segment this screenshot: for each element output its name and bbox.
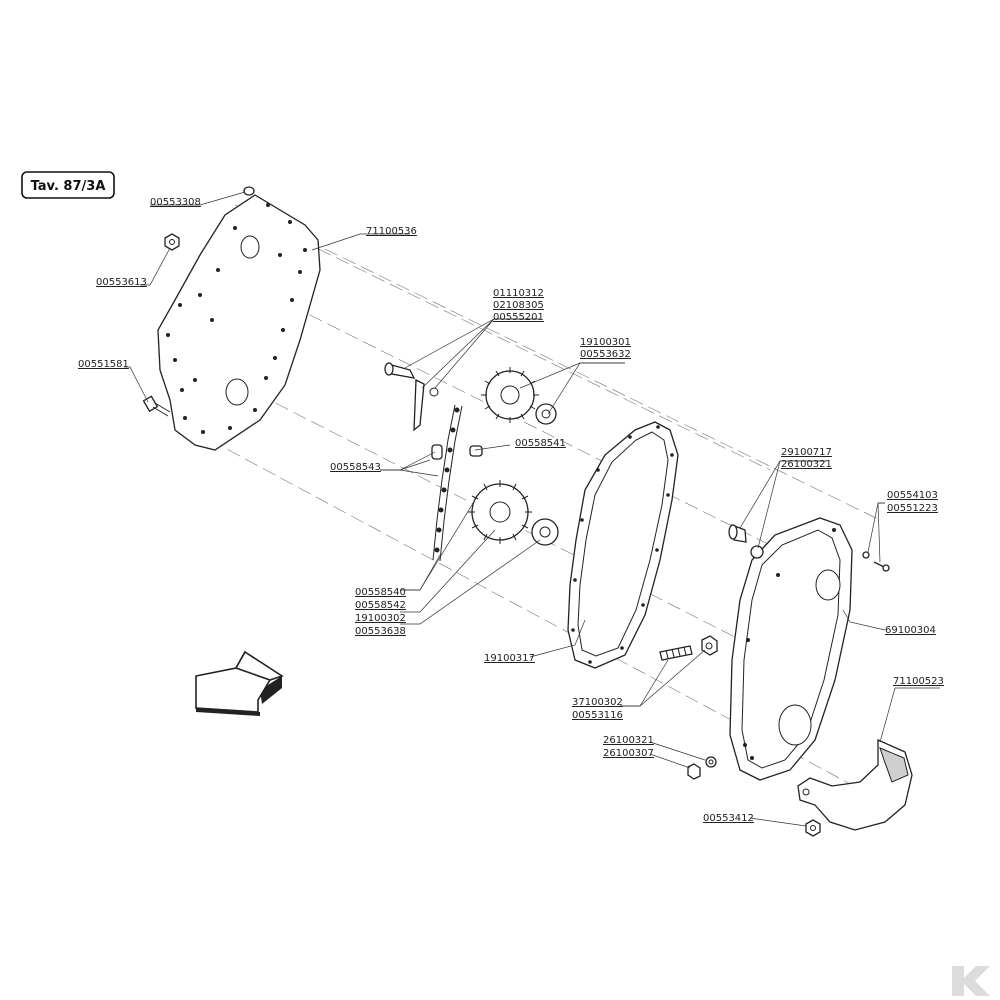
upper-spline-hub: [535, 403, 557, 425]
leader-lines: [124, 191, 940, 827]
lower-sprocket: [468, 480, 532, 544]
label-26100321-a: 26100321: [781, 459, 832, 470]
lower-guard: [797, 738, 913, 831]
label-69100304: 69100304: [885, 625, 936, 636]
nut-00553613: [164, 233, 180, 251]
label-00558542: 00558542: [355, 600, 406, 611]
upper-sprocket: [481, 367, 539, 423]
lower-spline-hub: [531, 518, 559, 546]
label-00551581: 00551581: [78, 359, 129, 370]
drive-chain: [432, 404, 463, 562]
label-00553412: 00553412: [703, 813, 754, 824]
label-00553613: 00553613: [96, 277, 147, 288]
label-71100536: 71100536: [366, 226, 417, 237]
label-00555201: 00555201: [493, 312, 544, 323]
chain-links: [431, 444, 483, 460]
label-00558540: 00558540: [355, 587, 406, 598]
stud-37100302: [659, 645, 693, 661]
label-26100321-b: 26100321: [603, 735, 654, 746]
nut-00553412: [805, 819, 821, 837]
cover-housing: [729, 517, 853, 781]
bolt-00551581: [142, 395, 171, 417]
label-19100302: 19100302: [355, 613, 406, 624]
washer-26100321-top: [750, 545, 764, 559]
table-label: Tav. 87/3A: [31, 179, 106, 194]
label-26100307: 26100307: [603, 748, 654, 759]
label-00558541: 00558541: [515, 438, 566, 449]
label-71100523: 71100523: [893, 676, 944, 687]
screw-00551223: [862, 551, 890, 572]
label-19100301: 19100301: [580, 337, 631, 348]
nut-00553116: [701, 635, 718, 656]
label-19100317: 19100317: [484, 653, 535, 664]
label-01110312: 01110312: [493, 288, 544, 299]
plug-29100717: [728, 524, 747, 543]
gasket: [567, 421, 679, 669]
label-00551223: 00551223: [887, 503, 938, 514]
nut-26100307: [687, 763, 701, 780]
label-00553308: 00553308: [150, 197, 201, 208]
table-label-box: Tav. 87/3A: [21, 171, 115, 199]
part-labels: 00553308 71100536 00553613 00551581 0111…: [78, 197, 944, 824]
label-00558543: 00558543: [330, 462, 381, 473]
label-37100302: 37100302: [572, 697, 623, 708]
label-00554103: 00554103: [887, 490, 938, 501]
nut-00553308: [243, 186, 255, 196]
label-00553116: 00553116: [572, 710, 623, 721]
brand-watermark-icon: [952, 966, 990, 996]
label-29100717: 29100717: [781, 447, 832, 458]
label-00553632: 00553632: [580, 349, 631, 360]
washer-26100321-bottom: [705, 756, 717, 768]
shaft-key-group: [384, 362, 439, 432]
label-02108305: 02108305: [493, 300, 544, 311]
front-direction-arrow-icon: [195, 650, 284, 716]
mounting-plate: [157, 194, 321, 451]
label-00553638: 00553638: [355, 626, 406, 637]
